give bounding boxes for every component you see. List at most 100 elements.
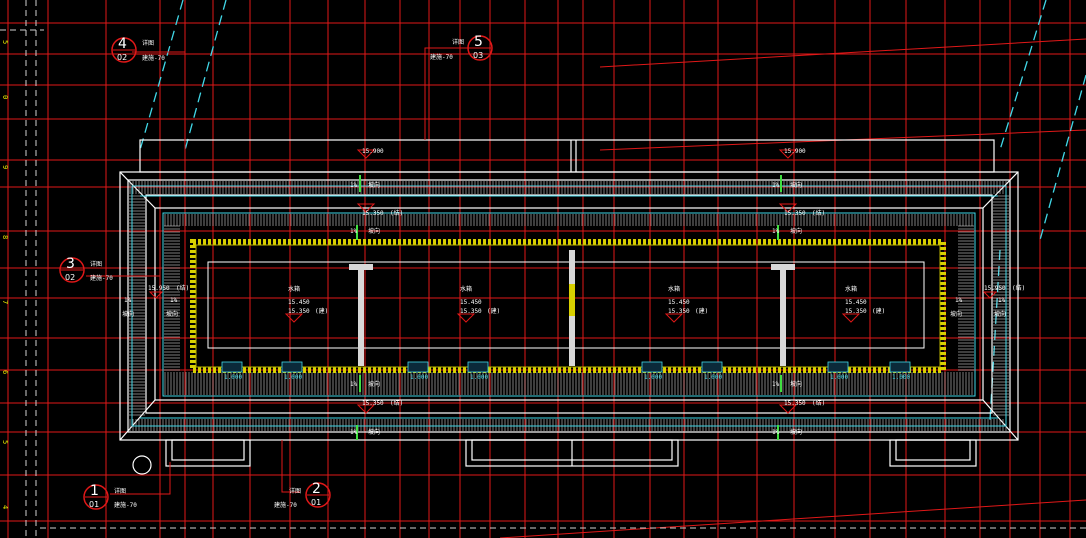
marker-5-sheet: 03 bbox=[473, 51, 483, 60]
slope-pct-5: 1% bbox=[350, 381, 358, 388]
room-3-suffix: (建) bbox=[695, 307, 708, 315]
drain-label: 1.000 bbox=[224, 374, 242, 381]
marker-2-ref: 建施-70 bbox=[274, 501, 297, 509]
red-vertical-grid bbox=[7, 0, 1071, 538]
left-axis-label: 7 bbox=[1, 300, 9, 304]
section-marker-1: 1 01 详图 建施-70 bbox=[83, 483, 137, 510]
elev-bottom-right-suffix: (结) bbox=[812, 399, 825, 407]
slope-text-right-outer: 坡向 bbox=[994, 310, 1006, 318]
slope-text-2: 坡向 bbox=[790, 181, 802, 189]
elev-parapet-right: 15.950 bbox=[984, 285, 1006, 292]
slope-text-left-outer: 坡向 bbox=[122, 310, 134, 318]
left-axis-label: 6 bbox=[1, 370, 9, 374]
drain-box: 1.000 bbox=[827, 361, 848, 381]
left-axis-label: 9 bbox=[1, 165, 9, 169]
marker-4-ref: 建施-70 bbox=[142, 54, 165, 62]
drain-label: 1.000 bbox=[470, 374, 488, 381]
axis-bubble bbox=[132, 455, 152, 475]
drain-box: 1.000 bbox=[641, 361, 662, 381]
room-2-elev-upper: 15.450 bbox=[460, 299, 482, 306]
drain-box: 1.000 bbox=[407, 361, 428, 381]
left-axis-label: 5 bbox=[1, 440, 9, 444]
elev-gutter-left: 15.350 bbox=[362, 210, 384, 217]
room-1-elev-lower: 15.350 bbox=[288, 308, 310, 315]
slope-text-right-inner: 坡向 bbox=[950, 310, 962, 318]
marker-2-sheet: 01 bbox=[311, 498, 321, 507]
slope-pct-2: 1% bbox=[772, 182, 780, 189]
marker-leaders bbox=[86, 47, 475, 495]
marker-2-tag: 详图 bbox=[289, 487, 301, 495]
slope-pct-left-outer: 1% bbox=[124, 297, 132, 304]
drain-label: 1.000 bbox=[410, 374, 428, 381]
marker-5-ref: 建施-70 bbox=[430, 53, 453, 61]
slope-pct-1: 1% bbox=[350, 182, 358, 189]
drain-label: 1.000 bbox=[284, 374, 302, 381]
elev-gutter-right-suffix: (结) bbox=[812, 209, 825, 217]
marker-4-sheet: 02 bbox=[117, 53, 127, 62]
left-axis-label: 0 bbox=[1, 95, 9, 99]
room-labels: 水箱 15.450 15.350 (建) 水箱 15.450 15.350 (建… bbox=[288, 285, 885, 315]
slope-pct-7: 1% bbox=[350, 429, 358, 436]
marker-3-tag: 详图 bbox=[90, 260, 102, 268]
slope-arrows bbox=[356, 175, 782, 440]
marker-3-number: 3 bbox=[66, 256, 75, 272]
room-2-elev-lower: 15.350 bbox=[460, 308, 482, 315]
slope-text-3: 坡向 bbox=[368, 227, 380, 235]
slope-text-6: 坡向 bbox=[790, 380, 802, 388]
elev-bottom-left-suffix: (结) bbox=[390, 399, 403, 407]
drain-box: 1.000 bbox=[701, 361, 722, 381]
drain-box: 1.000 bbox=[221, 361, 242, 381]
elev-gutter-left-suffix: (结) bbox=[390, 209, 403, 217]
drain-box: 1.000 bbox=[467, 361, 488, 381]
left-axis-label: 4 bbox=[1, 505, 9, 509]
room-4-suffix: (建) bbox=[872, 307, 885, 315]
drain-box: 1.000 bbox=[281, 361, 302, 381]
room-4-elev-lower: 15.350 bbox=[845, 308, 867, 315]
slope-pct-right-inner: 1% bbox=[955, 297, 963, 304]
elev-parapet-left: 15.950 bbox=[148, 285, 170, 292]
room-2-suffix: (建) bbox=[487, 307, 500, 315]
section-marker-2: 2 01 详图 建施-70 bbox=[274, 481, 331, 509]
elev-top-right: 15.900 bbox=[784, 148, 806, 155]
slope-pct-left-inner: 1% bbox=[170, 297, 178, 304]
slope-pct-6: 1% bbox=[772, 381, 780, 388]
room-1-suffix: (建) bbox=[315, 307, 328, 315]
section-marker-3: 3 02 详图 建施-70 bbox=[59, 256, 113, 283]
cyan-gutter-lines bbox=[131, 185, 1007, 427]
elev-bottom-right: 15.350 bbox=[784, 400, 806, 407]
room-3-elev-upper: 15.450 bbox=[668, 299, 690, 306]
marker-5-number: 5 bbox=[474, 34, 483, 50]
room-4-name: 水箱 bbox=[845, 285, 857, 293]
slope-text-7: 坡向 bbox=[368, 428, 380, 436]
marker-2-number: 2 bbox=[312, 481, 321, 497]
slope-pct-8: 1% bbox=[772, 429, 780, 436]
elevation-labels: 15.900 15.900 1% 坡向 1% 坡向 15.350 (结) 15.… bbox=[122, 148, 1025, 436]
slope-text-8: 坡向 bbox=[790, 428, 802, 436]
slope-pct-4: 1% bbox=[772, 228, 780, 235]
drain-box: 1.000 bbox=[889, 361, 910, 381]
elev-top-left: 15.900 bbox=[362, 148, 384, 155]
marker-4-number: 4 bbox=[118, 36, 127, 52]
marker-1-tag: 详图 bbox=[114, 487, 126, 495]
elevation-markers bbox=[148, 149, 998, 414]
marker-1-number: 1 bbox=[90, 483, 99, 499]
left-axis-labels: 5 0 9 8 7 6 5 4 bbox=[1, 40, 9, 509]
elev-parapet-right-suffix: (结) bbox=[1012, 284, 1025, 292]
room-3-elev-lower: 15.350 bbox=[668, 308, 690, 315]
room-3-name: 水箱 bbox=[668, 285, 680, 293]
marker-1-ref: 建施-70 bbox=[114, 501, 137, 509]
marker-1-sheet: 01 bbox=[89, 500, 99, 509]
left-axis-label: 8 bbox=[1, 235, 9, 239]
section-marker-5: 5 03 详图 建施-70 bbox=[430, 34, 493, 61]
section-marker-4: 4 02 详图 建施-70 bbox=[111, 36, 165, 63]
room-1-elev-upper: 15.450 bbox=[288, 299, 310, 306]
slope-pct-right-outer: 1% bbox=[998, 297, 1006, 304]
drain-label: 1.000 bbox=[892, 374, 910, 381]
room-2-name: 水箱 bbox=[460, 285, 472, 293]
slope-text-left-inner: 坡向 bbox=[166, 310, 178, 318]
elev-parapet-left-suffix: (结) bbox=[176, 284, 189, 292]
left-axis-label: 5 bbox=[1, 40, 9, 44]
drain-label: 1.000 bbox=[644, 374, 662, 381]
